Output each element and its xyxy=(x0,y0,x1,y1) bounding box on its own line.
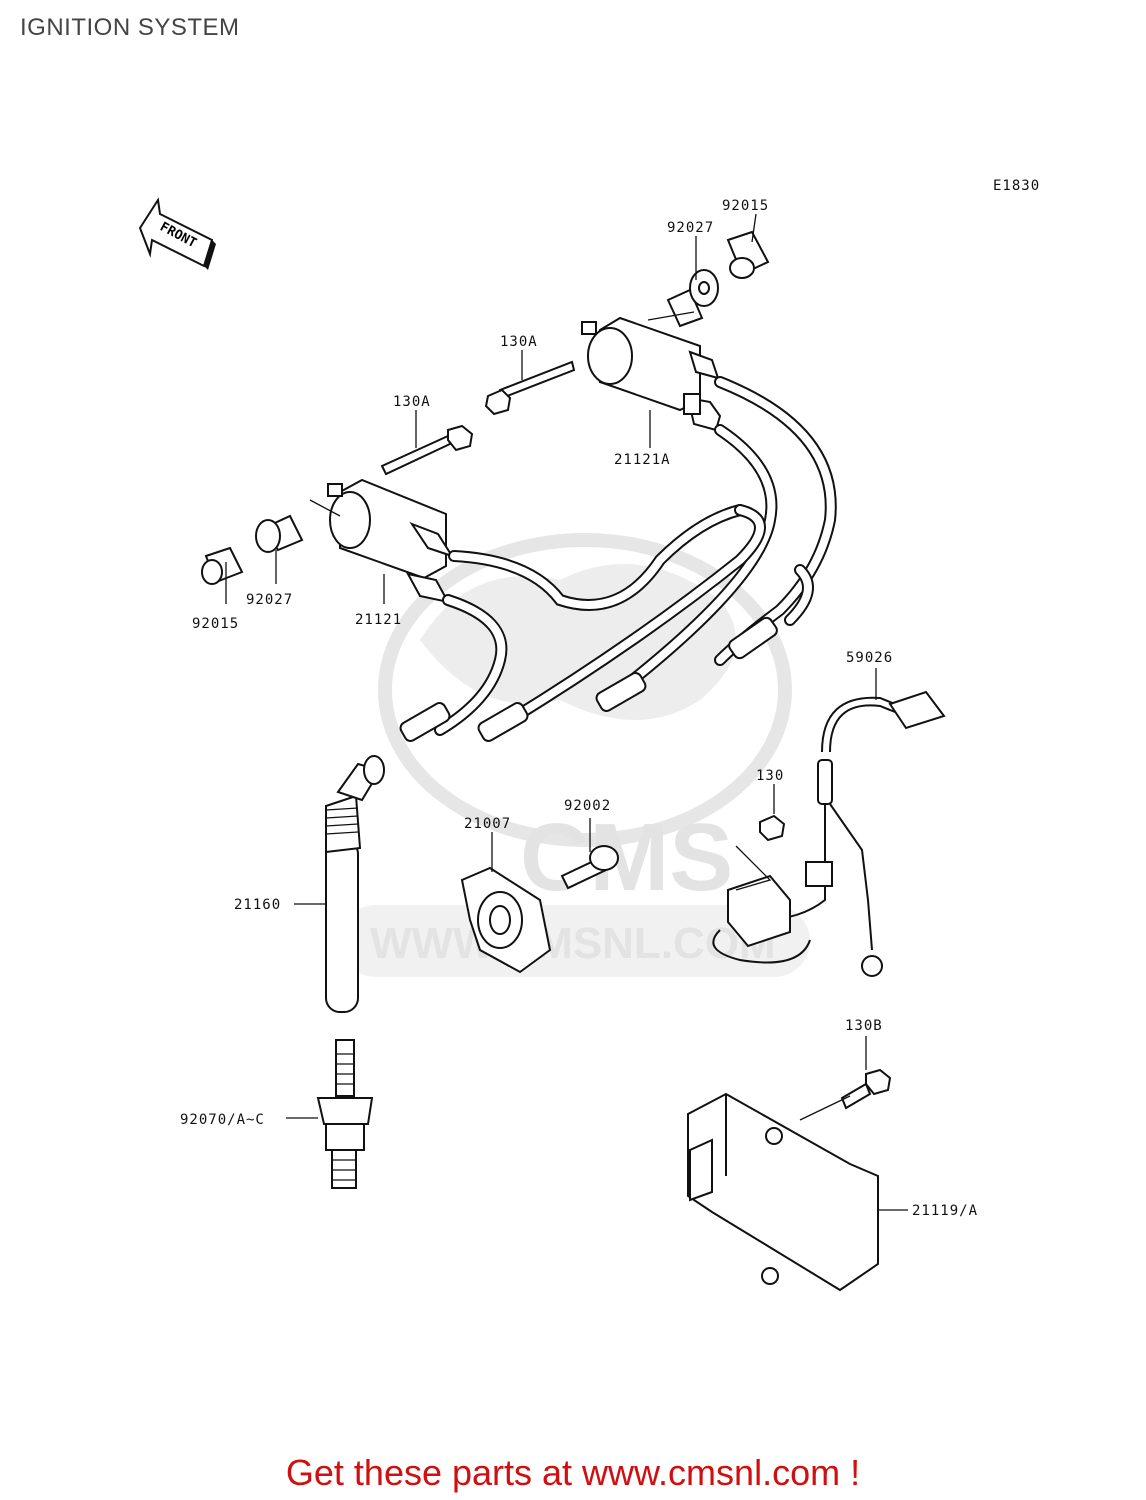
watermark-logo: CMS xyxy=(520,804,733,911)
cable-caps xyxy=(399,616,778,742)
igniter-21119 xyxy=(687,1068,892,1292)
label-92070: 92070/A~C xyxy=(180,1112,265,1128)
collar-92027-top xyxy=(666,269,719,328)
ignition-coil-21121 xyxy=(327,478,455,604)
cmsnl-watermark: CMS WWW.CMSNL.COM xyxy=(340,533,810,977)
bolt-130a-left xyxy=(380,424,474,476)
label-92002: 92002 xyxy=(564,798,611,814)
watermark-url: WWW.CMSNL.COM xyxy=(370,919,776,968)
label-21007: 21007 xyxy=(464,816,511,832)
label-92027-left: 92027 xyxy=(246,592,293,608)
plate-21007 xyxy=(460,866,552,974)
label-92027-top: 92027 xyxy=(667,220,714,236)
label-21160: 21160 xyxy=(234,897,281,913)
label-92015-left: 92015 xyxy=(192,616,239,632)
front-arrow-icon: FRONT xyxy=(138,197,216,270)
grommet-92015-top xyxy=(726,230,770,279)
collar-92027-left xyxy=(255,514,304,553)
spark-plug-92070 xyxy=(316,1039,374,1189)
label-130a-top: 130A xyxy=(500,334,538,350)
promo-link[interactable]: Get these parts at www.cmsnl.com ! xyxy=(285,1452,861,1493)
ignition-diagram: CMS WWW.CMSNL.COM E1830 FRONT xyxy=(138,178,1040,1292)
label-130a-left: 130A xyxy=(393,394,431,410)
ignition-coil-21121a xyxy=(581,316,722,432)
leader-lines xyxy=(225,213,908,1211)
label-59026: 59026 xyxy=(846,650,893,666)
label-130: 130 xyxy=(756,768,784,784)
grommet-92015-left xyxy=(201,546,244,585)
label-21119: 21119/A xyxy=(912,1203,978,1219)
label-130b: 130B xyxy=(845,1018,883,1034)
bolt-130a-top xyxy=(484,360,576,416)
pickup-coil-wiring xyxy=(712,690,946,977)
label-21121a: 21121A xyxy=(614,452,671,468)
diagram-code: E1830 xyxy=(993,178,1040,194)
plug-cap-21160 xyxy=(325,755,385,1013)
label-21121: 21121 xyxy=(355,612,402,628)
screw-92002 xyxy=(560,845,619,890)
page-title: IGNITION SYSTEM xyxy=(20,14,240,41)
label-92015-top: 92015 xyxy=(722,198,769,214)
